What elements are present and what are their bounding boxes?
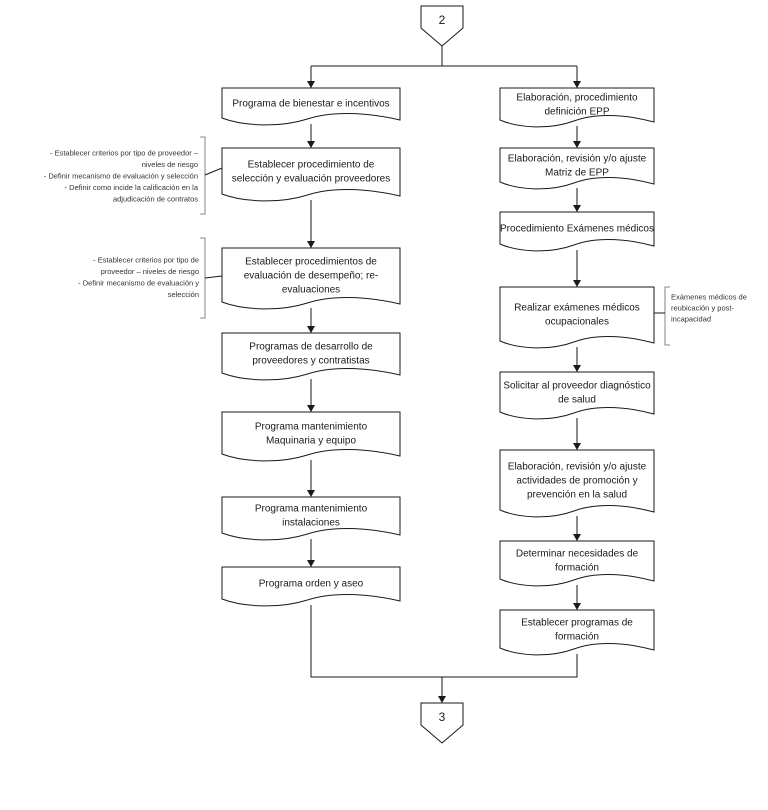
- left-process-box: [221, 411, 401, 462]
- left-process-box: [221, 566, 401, 607]
- left-process-box: [221, 147, 401, 202]
- right-process-label: Matriz de EPP: [545, 168, 609, 179]
- arrow-head: [307, 241, 315, 248]
- right-process-label: Procedimiento Exámenes médicos: [500, 224, 654, 235]
- right-process-label: ocupacionales: [545, 317, 609, 328]
- right-process-box: [499, 87, 655, 128]
- right-process-label: Elaboración, revisión y/o ajuste: [508, 462, 647, 473]
- offpage-connector-bottom-label: 3: [439, 710, 446, 724]
- flowchart-shapes: [221, 5, 655, 744]
- right-process-label: actividades de promoción y: [516, 476, 637, 487]
- offpage-connector-bottom: [420, 702, 464, 744]
- left-process-label: Programa orden y aseo: [259, 579, 364, 590]
- arrow-head: [573, 141, 581, 148]
- right-process-label: formación: [555, 632, 599, 643]
- left-process-label: selección y evaluación proveedores: [232, 174, 390, 185]
- arrow-head: [573, 443, 581, 450]
- left-process-label: proveedores y contratistas: [252, 356, 369, 367]
- right-process-box: [499, 147, 655, 190]
- annotation-performance-evaluation: selección: [168, 290, 199, 299]
- annotation-bracket: [200, 237, 206, 319]
- left-process-label: Establecer procedimiento de: [248, 160, 375, 171]
- flowchart-labels: 2 3 Programa de bienestar e incentivosEsta…: [44, 13, 747, 724]
- connector-lines: [200, 46, 670, 703]
- arrow-head: [438, 696, 446, 703]
- annotation-provider-selection: - Definir como incide la calificación en…: [65, 183, 199, 192]
- right-process-label: Realizar exámenes médicos: [514, 303, 640, 314]
- right-process-box: [499, 540, 655, 587]
- offpage-connector-top: [420, 5, 464, 47]
- arrow-head: [307, 141, 315, 148]
- left-process-box: [221, 87, 401, 126]
- left-process-box: [221, 247, 401, 310]
- annotation-performance-evaluation: - Definir mecanismo de evaluación y: [78, 278, 199, 287]
- left-merge-line: [310, 605, 442, 678]
- right-process-label: prevención en la salud: [527, 490, 627, 501]
- left-process-box: [221, 332, 401, 381]
- arrow-head: [573, 365, 581, 372]
- annotation-provider-selection: niveles de riesgo: [142, 160, 198, 169]
- right-process-box: [499, 371, 655, 420]
- right-process-label: Elaboración, revisión y/o ajuste: [508, 154, 647, 165]
- arrow-head: [573, 81, 581, 88]
- annotation-bracket: [200, 136, 206, 215]
- right-process-box: [499, 211, 655, 252]
- right-process-label: definición EPP: [544, 107, 609, 118]
- right-process-label: Establecer programas de: [521, 618, 633, 629]
- left-process-label: evaluaciones: [282, 285, 340, 296]
- arrow-head: [307, 560, 315, 567]
- arrow-head: [573, 280, 581, 287]
- arrow-head: [573, 534, 581, 541]
- annotation-medical-exams: reubicación y post-: [671, 304, 734, 313]
- left-process-label: Programa de bienestar e incentivos: [232, 99, 389, 110]
- left-process-label: Programa mantenimiento: [255, 504, 368, 515]
- annotation-medical-exams: incapacidad: [671, 315, 711, 324]
- arrow-head: [307, 81, 315, 88]
- left-process-label: instalaciones: [282, 518, 340, 529]
- offpage-connector-top-label: 2: [439, 13, 446, 27]
- right-process-box: [499, 286, 655, 349]
- arrow-head: [307, 326, 315, 333]
- left-process-label: Maquinaria y equipo: [266, 436, 356, 447]
- annotation-medical-exams: Exámenes médicos de: [671, 293, 747, 302]
- annotation-performance-evaluation: - Establecer criterios por tipo de: [93, 255, 199, 264]
- annotation-provider-selection: - Definir mecanismo de evaluación y sele…: [44, 172, 198, 181]
- arrow-head: [307, 490, 315, 497]
- right-process-label: formación: [555, 563, 599, 574]
- annotation-link-line: [204, 275, 223, 279]
- right-process-label: Determinar necesidades de: [516, 549, 639, 560]
- annotation-performance-evaluation: proveedor – niveles de riesgo: [101, 267, 199, 276]
- left-process-label: Programas de desarrollo de: [249, 342, 373, 353]
- annotation-provider-selection: adjudicación de contratos: [113, 195, 198, 204]
- left-process-box: [221, 496, 401, 541]
- right-process-label: de salud: [558, 395, 596, 406]
- right-process-box: [499, 449, 655, 518]
- annotation-link-line: [204, 167, 223, 176]
- arrow-head: [573, 205, 581, 212]
- annotation-bracket: [664, 286, 670, 346]
- arrow-head: [307, 405, 315, 412]
- right-process-box: [499, 609, 655, 656]
- right-process-label: Solicitar al proveedor diagnóstico: [503, 381, 651, 392]
- right-process-label: Elaboración, procedimiento: [516, 93, 638, 104]
- arrow-head: [573, 603, 581, 610]
- left-process-label: Programa mantenimiento: [255, 422, 368, 433]
- annotation-provider-selection: - Establecer criterios por tipo de prove…: [50, 149, 199, 158]
- left-process-label: evaluación de desempeño; re-: [244, 271, 379, 282]
- right-merge-line: [442, 654, 578, 678]
- left-process-label: Establecer procedimientos de: [245, 257, 377, 268]
